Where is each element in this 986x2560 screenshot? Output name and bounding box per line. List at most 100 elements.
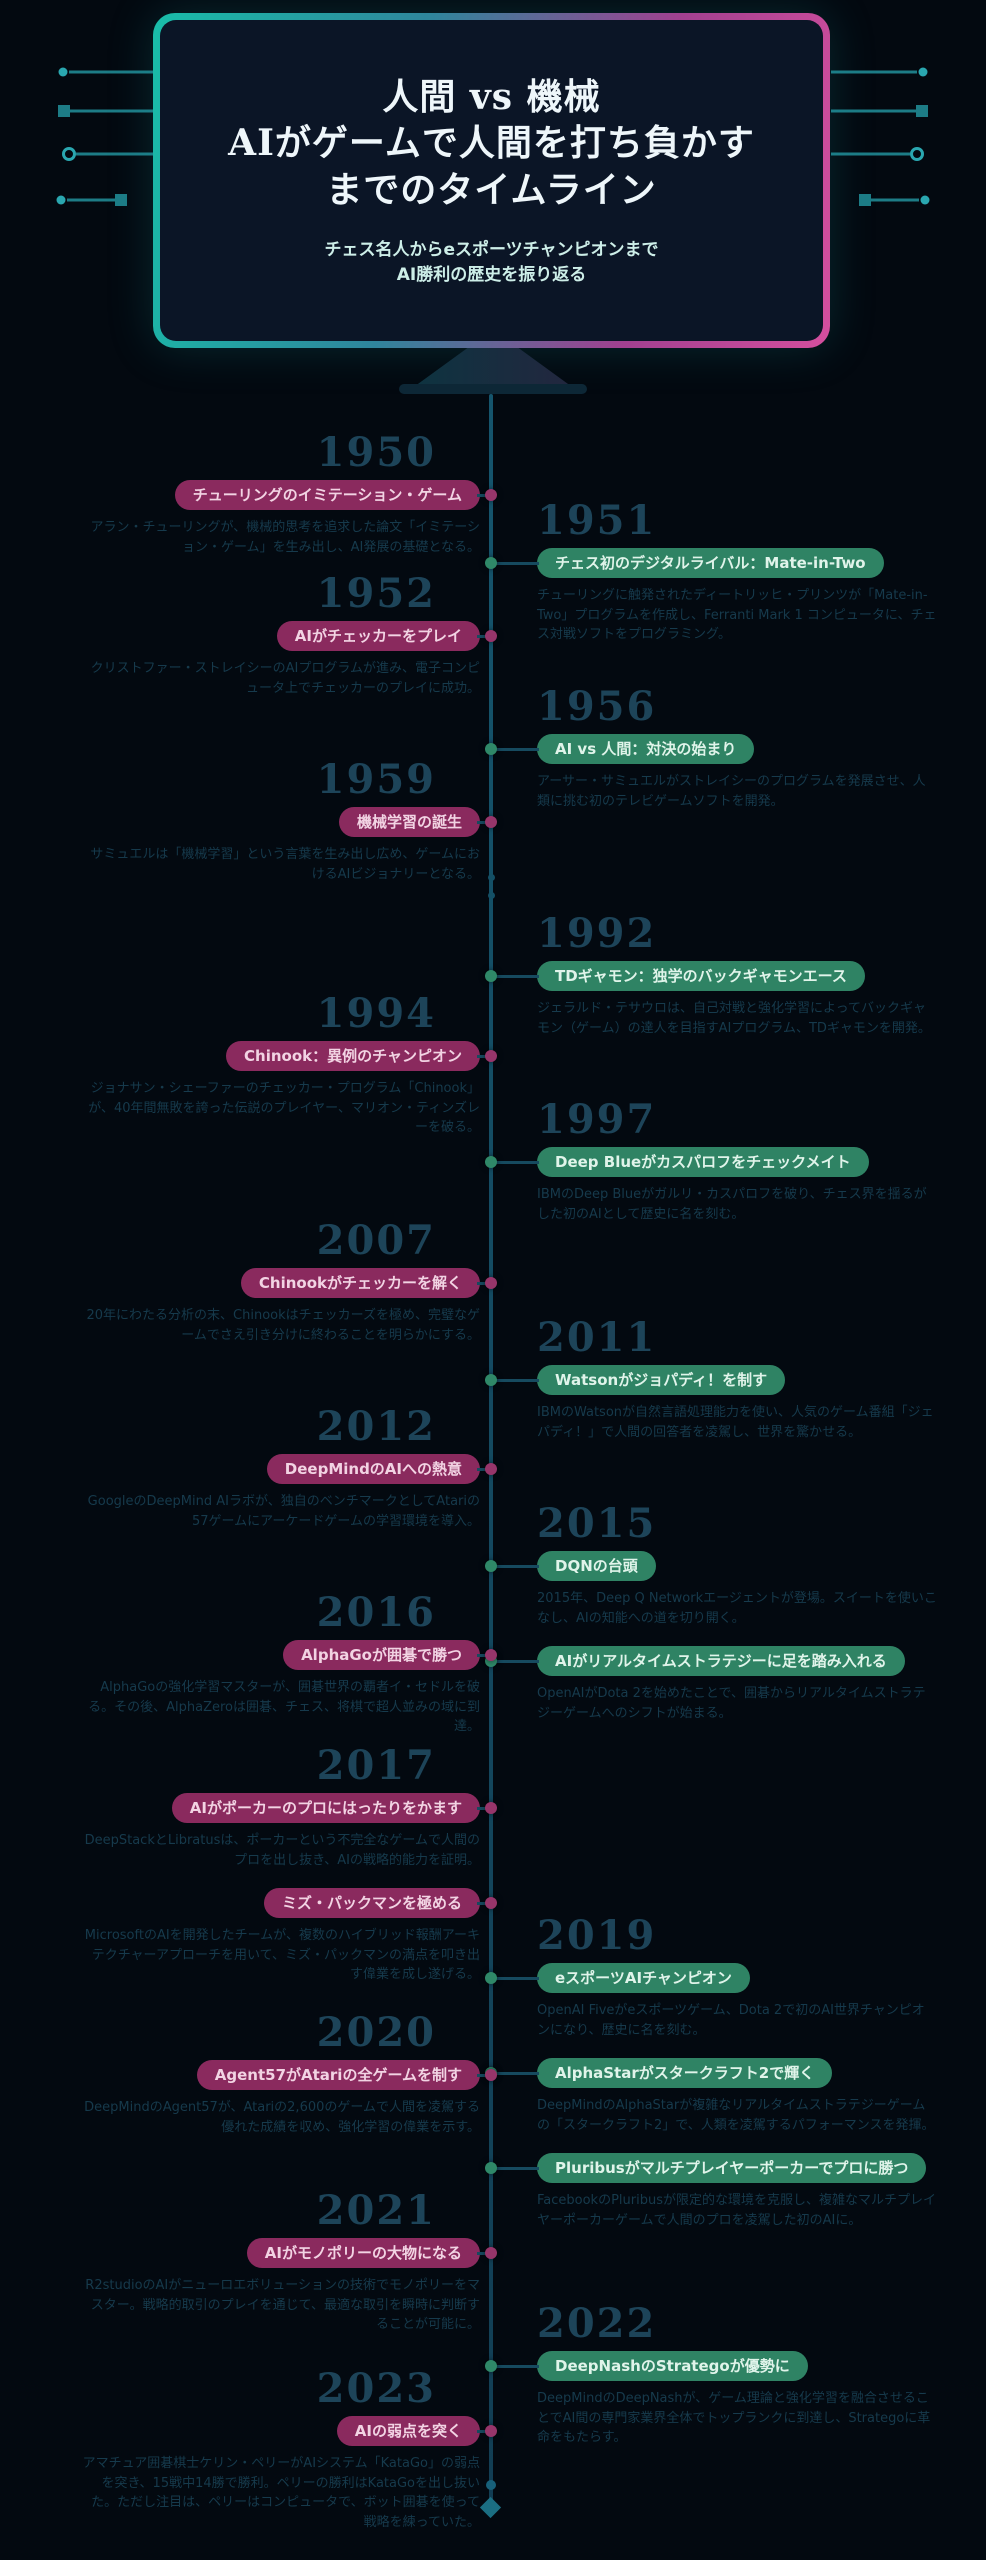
event-description: アラン・チューリングが、機械的思考を追求した論文「イミテーション・ゲーム」を生み… <box>90 520 480 555</box>
timeline-connector <box>477 820 489 824</box>
timeline-node-dot <box>485 2069 497 2081</box>
timeline-gap-dot <box>488 892 495 899</box>
timeline-node-dot <box>485 489 497 501</box>
year-label: 2021 <box>316 2187 436 2234</box>
year-label: 1992 <box>537 910 657 957</box>
event-description: MicrosoftのAIを開発したチームが、複数のハイブリッド報酬アーキテクチャ… <box>84 1928 480 1982</box>
subtitle-line-1: チェス名人からeスポーツチャンピオンまで <box>324 240 659 261</box>
timeline-node-dot <box>485 630 497 642</box>
event-description: クリストファー・ストレイシーのAIプログラムが進み、電子コンピュータ上でチェッカ… <box>90 661 480 696</box>
timeline-node-dot <box>485 1649 497 1661</box>
event-badge: DeepNashのStrategoが優勢に <box>537 2351 808 2381</box>
year-label: 2022 <box>537 2300 657 2347</box>
event-badge: Chinookがチェッカーを解く <box>240 1268 480 1298</box>
event-description: OpenAIがDota 2を始めたことで、囲碁からリアルタイムストラテジーゲーム… <box>537 1686 926 1721</box>
timeline-end-dot <box>486 2480 496 2490</box>
timeline-node-dot <box>485 1156 497 1168</box>
timeline-node-dot <box>485 2162 497 2174</box>
event-badge: AIがチェッカーをプレイ <box>276 621 480 651</box>
event-description: ジョナサン・シェーファーのチェッカー・プログラム「Chinook」が、40年間無… <box>88 1081 480 1135</box>
year-label: 1956 <box>537 683 657 730</box>
year-label: 2015 <box>537 1500 657 1547</box>
timeline-connector <box>477 2429 489 2433</box>
year-label: 2011 <box>537 1314 657 1361</box>
event-badge: AIがモノポリーの大物になる <box>246 2238 480 2268</box>
event-badge: ミズ・パックマンを極める <box>263 1888 480 1918</box>
timeline-connector <box>477 2251 489 2255</box>
year-label: 2020 <box>316 2009 436 2056</box>
event-badge: Chinook：異例のチャンピオン <box>226 1041 480 1071</box>
timeline-connector <box>493 1976 539 1980</box>
year-label: 2019 <box>537 1912 657 1959</box>
year-label: 2017 <box>316 1742 436 1789</box>
event-badge: eスポーツAIチャンピオン <box>537 1963 750 1993</box>
event-description: アマチュア囲碁棋士ケリン・ペリーがAIシステム「KataGo」の弱点を突き、15… <box>82 2456 480 2530</box>
event-badge: AI vs 人間：対決の始まり <box>537 734 755 764</box>
timeline-node-dot <box>485 816 497 828</box>
year-label: 2012 <box>316 1403 436 1450</box>
event-description: OpenAI Fiveがeスポーツゲーム、Dota 2で初のAI世界チャンピオン… <box>537 2003 925 2038</box>
event-description: R2studioのAIがニューロエボリューションの技術でモノポリーをマスター。戦… <box>85 2278 480 2332</box>
timeline-node-dot <box>485 1897 497 1909</box>
event-badge: AIがリアルタイムストラテジーに足を踏み入れる <box>537 1646 905 1676</box>
year-label: 1959 <box>316 756 436 803</box>
event-description: DeepMindのDeepNashが、ゲーム理論と強化学習を融合させることでAI… <box>537 2391 931 2445</box>
monitor-frame: 人間 vs 機械 AIがゲームで人間を打ち負かす までのタイムライン チェス名人… <box>153 13 830 348</box>
event-description: GoogleのDeepMind AIラボが、独自のベンチマークとしてAtariの… <box>87 1494 480 1529</box>
monitor-stand <box>418 348 568 384</box>
subtitle-line-2: AI勝利の歴史を振り返る <box>396 264 587 285</box>
timeline-node-dot <box>485 1050 497 1062</box>
timeline-node-dot <box>485 1560 497 1572</box>
event-badge: DeepMindのAIへの熱意 <box>266 1454 480 1484</box>
title-line-2: AIがゲームで人間を打ち負かす <box>228 122 755 165</box>
timeline-node-dot <box>485 1802 497 1814</box>
event-badge: AlphaStarがスタークラフト2で輝く <box>537 2058 833 2088</box>
event-badge: チューリングのイミテーション・ゲーム <box>174 480 480 510</box>
event-description: IBMのDeep Blueがガルリ・カスパロフを破り、チェス界を揺るがした初のA… <box>537 1187 927 1222</box>
event-description: FacebookのPluribusが限定的な環境を克服し、複雑なマルチプレイヤー… <box>537 2193 936 2228</box>
event-description: DeepStackとLibratusは、ポーカーという不完全なゲームで人間のプロ… <box>84 1833 480 1868</box>
event-description: チューリングに触発されたディートリッヒ・プリンツが「Mate-in-Two」プロ… <box>537 588 937 642</box>
event-badge: TDギャモン：独学のバックギャモンエース <box>537 961 865 991</box>
year-label: 2023 <box>316 2365 436 2412</box>
timeline-connector <box>477 493 489 497</box>
timeline-connector <box>477 1467 489 1471</box>
timeline-spine <box>489 394 493 2506</box>
timeline-connector <box>493 1378 539 1382</box>
event-badge: Watsonがジョパディ！を制す <box>537 1365 786 1395</box>
timeline-connector <box>477 1901 489 1905</box>
year-label: 1951 <box>537 497 657 544</box>
timeline-node-dot <box>485 2425 497 2437</box>
circuit-decoration-left-icon <box>56 67 155 206</box>
timeline-connector <box>477 1653 489 1657</box>
event-description: ジェラルド・テサウロは、自己対戦と強化学習によってバックギャモン（ゲーム）の達人… <box>537 1001 931 1036</box>
page-title: 人間 vs 機械 AIがゲームで人間を打ち負かす までのタイムライン <box>228 74 755 214</box>
timeline-connector <box>477 2073 489 2077</box>
event-badge: Deep Blueがカスパロフをチェックメイト <box>537 1147 869 1177</box>
circuit-decoration-right-icon <box>831 67 930 206</box>
timeline-node-dot <box>485 2247 497 2259</box>
timeline-end-marker <box>479 2496 502 2519</box>
timeline-node-dot <box>485 1463 497 1475</box>
event-description: DeepMindのAgent57が、Atariの2,600のゲームで人間を凌駕す… <box>84 2100 480 2135</box>
timeline-node-dot <box>485 743 497 755</box>
timeline-connector <box>493 1564 539 1568</box>
year-label: 2016 <box>316 1589 436 1636</box>
event-description: サミュエルは「機械学習」という言葉を生み出し広め、ゲームにおけるAIビジョナリー… <box>90 847 480 882</box>
timeline-connector <box>493 1659 539 1663</box>
